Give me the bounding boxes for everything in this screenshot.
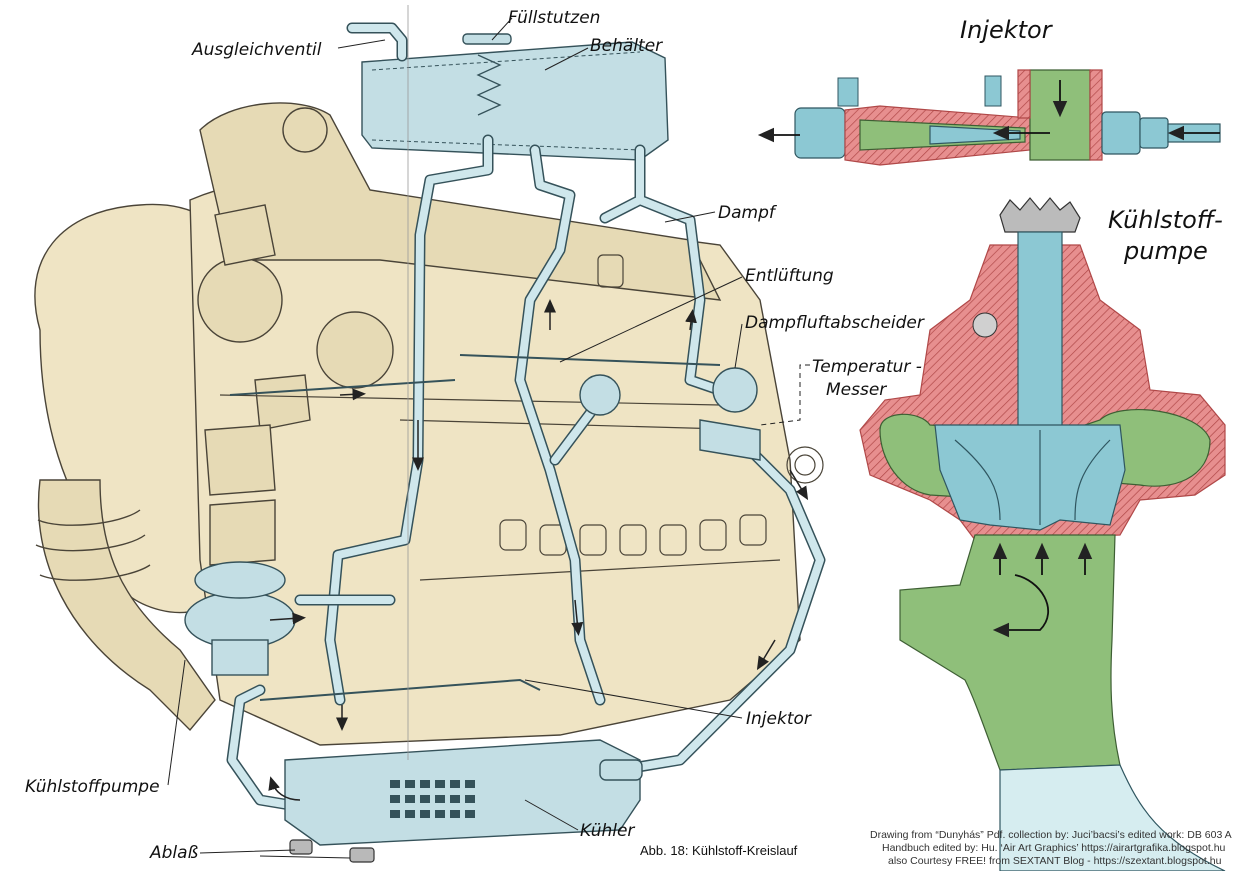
inset-title-injektor: Injektor [960, 16, 1054, 44]
coolant-system [184, 5, 826, 863]
radiator [284, 739, 643, 846]
pump-shaft [1017, 231, 1063, 433]
label-ausgleichventil: Ausgleichventil [191, 40, 322, 60]
inset-title-pumpe: pumpe [1123, 237, 1208, 265]
inset-title-kuehlstoff: Kühlstoff- [1108, 206, 1223, 234]
label-fuellstutzen: Füllstutzen [508, 8, 600, 28]
cylinder-head [199, 102, 722, 301]
intake-rings [35, 509, 151, 581]
drain-plugs [289, 839, 375, 863]
figure-caption: Abb. 18: Kühlstoff-Kreislauf [640, 843, 798, 858]
flow-arrows [268, 299, 809, 801]
label-behaelter: Behälter [590, 36, 663, 56]
label-kuehlstoffpumpe: Kühlstoffpumpe [25, 777, 160, 797]
label-entlueftung: Entlüftung [745, 266, 834, 286]
credits: Drawing from “Dunyhás” Pdf. collection b… [870, 829, 1232, 867]
credit-line-1: Drawing from “Dunyhás” Pdf. collection b… [870, 829, 1232, 841]
credit-line-3: also Courtesy FREE! from SEXTANT Blog - … [888, 855, 1222, 867]
coolant-pump-main [184, 561, 296, 676]
label-kuehler: Kühler [580, 821, 635, 841]
label-injektor: Injektor [746, 709, 812, 729]
header-tank [361, 41, 669, 161]
separator-bowl [579, 374, 621, 416]
injector-inset: Injektor [757, 16, 1221, 166]
pump-inlet [899, 534, 1121, 771]
label-temperatur-messer-1: Temperatur - [812, 357, 922, 377]
intake-elbow [37, 479, 216, 732]
credit-line-2: Handbuch edited by: Hu. ‘Air Art Graphic… [882, 842, 1226, 854]
label-temperatur-messer-2: Messer [826, 380, 887, 400]
label-dampfluftabscheider: Dampfluftabscheider [745, 313, 925, 333]
label-ablass: Ablaß [149, 843, 199, 863]
filler-cap [462, 33, 512, 45]
steam-air-separator [712, 367, 758, 413]
cylinder-ports [197, 107, 394, 566]
labels: Ausgleichventil Füllstutzen Behälter Dam… [25, 8, 925, 863]
label-dampf: Dampf [718, 203, 778, 223]
pump-inset: Kühlstoff- pumpe [859, 197, 1226, 871]
